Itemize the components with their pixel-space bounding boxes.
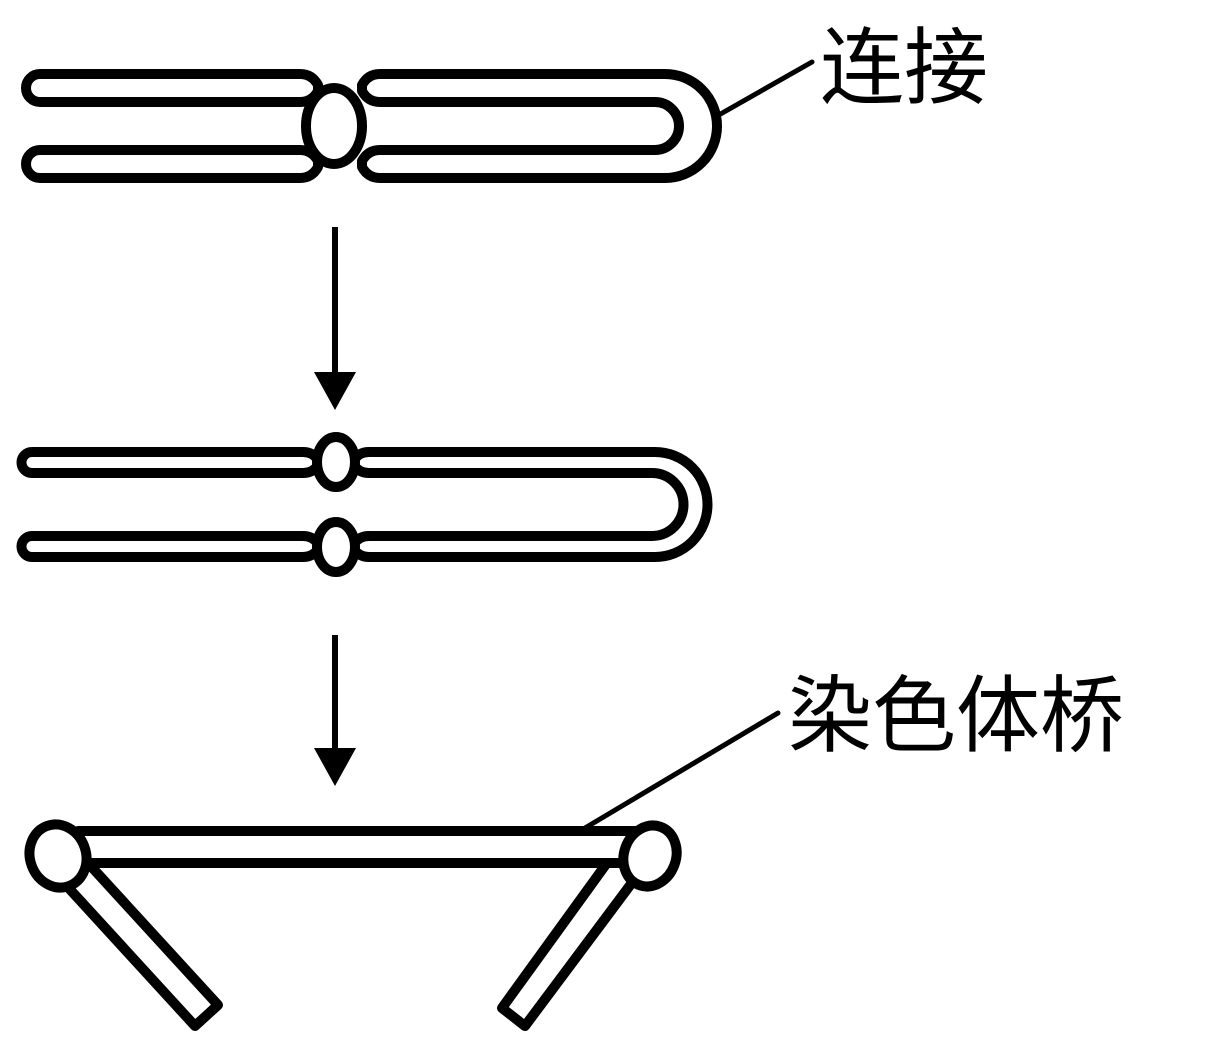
stage-3-chromosome-bridge: 染色体桥 [24,667,1124,1031]
arrow-down-2 [314,635,356,786]
stage-2-upper-centromere [312,432,360,492]
fusion-leader-line [714,59,815,119]
arrow-down-1 [314,227,356,410]
bridge-leader-line [582,710,781,831]
stage-2-left-lower-arm [16,531,323,562]
stage-2-left-upper-arm [16,447,323,478]
bridge-right-leg [497,851,642,1031]
stage-2-lower-centromere [312,517,360,577]
stage-1-fused-chromatids: 连接 [21,19,988,183]
stage-1-centromere [301,83,367,169]
bridge-label: 染色体桥 [788,667,1124,765]
stage-1-left-lower-arm [21,145,323,183]
stage-1-u-shaped-right-arms [357,69,722,183]
stage-1-left-upper-arm [21,69,323,107]
bridge-right-centromere [618,820,682,892]
bridge-left-centromere [24,819,92,893]
fusion-label: 连接 [820,19,988,117]
bridge-left-leg [60,858,223,1031]
bridge-horizontal-arm [73,826,640,868]
stage-2-u-shaped-right-arms [349,447,713,562]
stage-2-dicentric-chromatid [16,432,713,577]
